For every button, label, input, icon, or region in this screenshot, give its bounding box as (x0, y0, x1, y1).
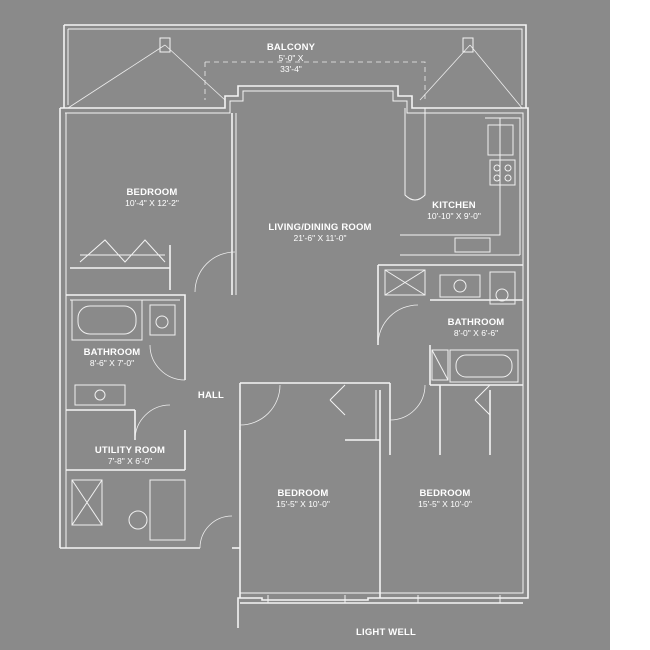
living-dims: 21'-6" X 11'-0" (293, 233, 347, 243)
kitchen-label: KITCHEN 10'-10" X 9'-0" (427, 200, 481, 222)
kitchen-dims: 10'-10" X 9'-0" (427, 211, 481, 221)
balcony-dim-2: 33'-4" (280, 64, 302, 74)
floor-plan: BALCONY 5'-0" X 33'-4" BEDROOM 10'-4" X … (0, 0, 610, 650)
kitchen-name: KITCHEN (432, 200, 476, 211)
bathroom-e-name: BATHROOM (447, 317, 505, 328)
utility-label: UTILITY ROOM 7'-8" X 6'-0" (95, 445, 165, 467)
living-name: LIVING/DINING ROOM (268, 222, 372, 233)
balcony-name: BALCONY (266, 42, 316, 53)
exterior-walls (59, 85, 529, 628)
bedroom-s-dims: 15'-5" X 10'-0" (276, 499, 330, 509)
hall-label: HALL (198, 390, 224, 401)
bathroom-w-label: BATHROOM 8'-6" X 7'-0" (84, 347, 141, 369)
balcony-label: BALCONY 5'-0" X 33'-4" (267, 42, 315, 75)
light-well-label: LIGHT WELL (356, 627, 416, 638)
light-well-name: LIGHT WELL (355, 627, 417, 638)
interior-walls (66, 108, 523, 598)
balcony-dim-1: 5'-0" X (278, 53, 304, 63)
utility-dims: 7'-8" X 6'-0" (107, 456, 153, 466)
living-label: LIVING/DINING ROOM 21'-6" X 11'-0" (268, 222, 371, 244)
bedroom-s-name: BEDROOM (277, 488, 329, 499)
bedroom-se-dims: 15'-5" X 10'-0" (418, 499, 472, 509)
utility-name: UTILITY ROOM (94, 445, 166, 456)
bathroom-e-label: BATHROOM 8'-0" X 6'-6" (448, 317, 505, 339)
fixtures (71, 124, 519, 541)
bathroom-e-dims: 8'-0" X 6'-6" (453, 328, 499, 338)
door-swings (134, 251, 491, 549)
balcony-outline (63, 24, 527, 109)
bedroom-se-name: BEDROOM (419, 488, 471, 499)
bedroom-s-label: BEDROOM 15'-5" X 10'-0" (276, 488, 330, 510)
bathroom-w-dims: 8'-6" X 7'-0" (89, 358, 135, 368)
bathroom-w-name: BATHROOM (83, 347, 141, 358)
hall-name: HALL (197, 390, 225, 401)
bedroom-se-label: BEDROOM 15'-5" X 10'-0" (418, 488, 472, 510)
bedroom-nw-name: BEDROOM (126, 187, 178, 198)
bedroom-nw-label: BEDROOM 10'-4" X 12'-2" (125, 187, 179, 209)
bedroom-nw-dims: 10'-4" X 12'-2" (125, 198, 179, 208)
floor-plan-drawing (59, 24, 529, 628)
